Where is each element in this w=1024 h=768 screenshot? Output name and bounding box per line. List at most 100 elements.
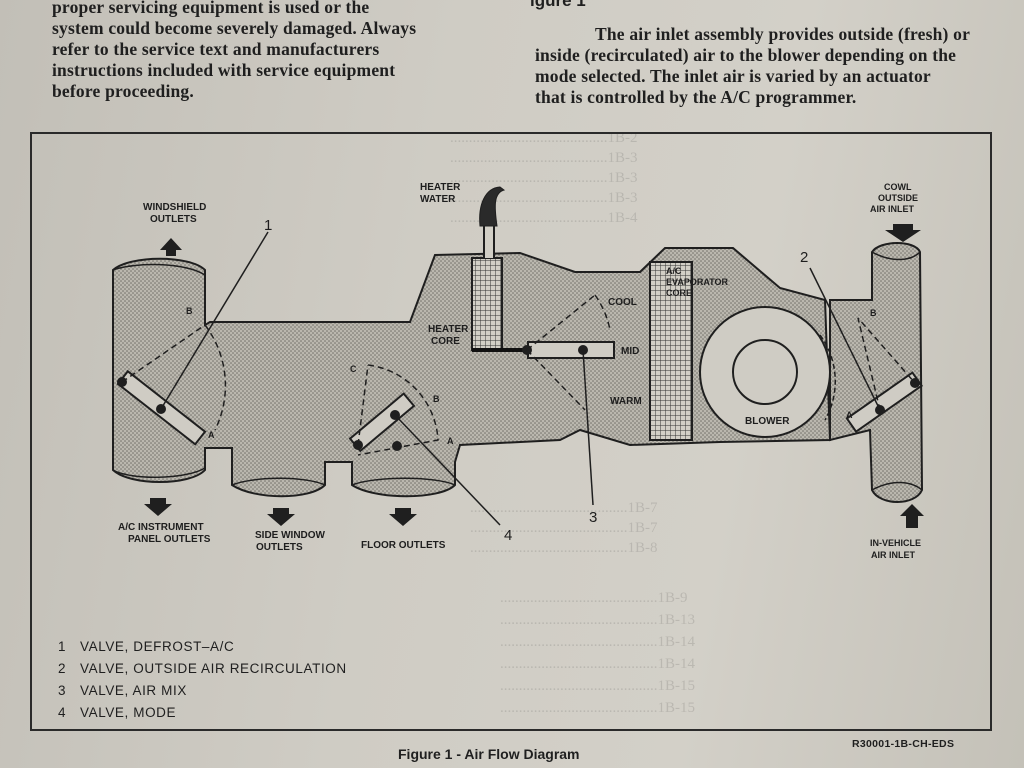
- warm-position-label: WARM: [610, 396, 642, 407]
- legend-item: 2 VALVE, OUTSIDE AIR RECIRCULATION: [58, 658, 347, 680]
- callout-leader-4: [394, 414, 501, 526]
- legend-item: 3 VALVE, AIR MIX: [58, 680, 347, 702]
- valve-swing-arc: [526, 294, 611, 411]
- callout-number-3: 3: [589, 509, 597, 526]
- text-line: mode selected. The inlet air is varied b…: [535, 66, 931, 86]
- text-line: proper servicing equipment is used or th…: [52, 0, 370, 17]
- figure-reference-code: R30001-1B-CH-EDS: [852, 738, 955, 750]
- valve1-position-b: B: [186, 306, 193, 316]
- floor-outlets-label: FLOOR OUTLETS: [361, 540, 446, 551]
- section-heading-fragment: igure 1: [530, 0, 586, 10]
- instrument-panel-outlets-label-line1: A/C INSTRUMENT: [118, 522, 204, 533]
- instrument-panel-outlets-label-line2: PANEL OUTLETS: [128, 534, 211, 545]
- heater-water-label-line1: HEATER: [420, 182, 461, 193]
- valve4-position-c: C: [350, 364, 357, 374]
- bleed-through-text: ........................................…: [500, 678, 695, 694]
- bleed-through-text: ........................................…: [470, 520, 658, 536]
- heater-core-label-line1: HEATER: [428, 324, 469, 335]
- legend-number: 2: [58, 661, 67, 676]
- text-line: instructions included with service equip…: [52, 60, 396, 80]
- heater-water-label-line2: WATER: [420, 194, 456, 205]
- evaporator-label-line1: A/C: [666, 266, 682, 276]
- callout-number-4: 4: [504, 527, 512, 544]
- valve-swing-arc: [357, 364, 439, 456]
- heater-core-label-line2: CORE: [431, 336, 460, 347]
- legend-number: 1: [58, 639, 67, 654]
- text-line: that is controlled by the A/C programmer…: [535, 87, 857, 107]
- windshield-outlets-label-line2: OUTLETS: [150, 214, 197, 225]
- bleed-through-text: ........................................…: [500, 612, 695, 628]
- in-vehicle-inlet-label-line2: AIR INLET: [871, 550, 916, 560]
- in-vehicle-inlet-arrow: [900, 504, 924, 528]
- callout-leader-1: [160, 231, 269, 410]
- valve2-position-a: A: [846, 410, 853, 420]
- text-line: The air inlet assembly provides outside …: [595, 24, 971, 44]
- inlet-duct: [829, 242, 924, 503]
- legend-number: 3: [58, 683, 67, 698]
- legend-text: VALVE, DEFROST–A/C: [80, 639, 235, 654]
- valve4-position-a: A: [447, 436, 454, 446]
- evaporator-label-line2: EVAPORATOR: [666, 277, 729, 287]
- bleed-through-text: ........................................…: [470, 500, 658, 516]
- right-paragraph: The air inlet assembly provides outside …: [535, 24, 997, 108]
- figure-caption: Figure 1 - Air Flow Diagram: [398, 746, 580, 762]
- windshield-outlets-label-line1: WINDSHIELD: [143, 202, 206, 213]
- valve-legend: 1 VALVE, DEFROST–A/C 2 VALVE, OUTSIDE AIR …: [58, 636, 347, 724]
- valve1-position-a: A: [208, 430, 215, 440]
- windshield-outlet-arrow: [160, 238, 182, 256]
- bleed-through-text: ........................................…: [500, 634, 695, 650]
- evaporator-label-line3: CORE: [666, 288, 692, 298]
- bleed-through-text: ........................................…: [500, 656, 695, 672]
- valve4-position-b: B: [433, 394, 440, 404]
- in-vehicle-inlet-label-line1: IN-VEHICLE: [870, 538, 921, 548]
- cowl-label-line2: OUTSIDE: [878, 193, 918, 203]
- bleed-through-text: ........................................…: [470, 540, 658, 556]
- valve-swing-arc: [857, 317, 916, 411]
- callout-leader-3: [582, 349, 594, 506]
- bleed-through-text: ........................................…: [450, 130, 638, 146]
- left-paragraph: proper servicing equipment is used or th…: [52, 0, 464, 102]
- blower-scroll: [819, 334, 836, 421]
- mid-position-label: MID: [621, 346, 639, 357]
- callout-number-1: 1: [264, 217, 272, 234]
- bleed-through-text: ........................................…: [500, 700, 695, 716]
- heater-core: [471, 257, 503, 351]
- text-line: inside (recirculated) air to the blower …: [535, 45, 957, 65]
- text-line: refer to the service text and manufactur…: [52, 39, 380, 59]
- valve-pivot: [392, 441, 402, 451]
- floor-outlet-arrow: [389, 508, 417, 526]
- figure-frame: [30, 132, 992, 731]
- heater-water-hose: [479, 186, 506, 227]
- side-window-outlets-label-line1: SIDE WINDOW: [255, 530, 326, 541]
- heater-water-pipe: [483, 224, 495, 258]
- cool-position-label: COOL: [608, 297, 637, 308]
- bleed-through-text: ........................................…: [450, 150, 638, 166]
- side-window-outlet-arrow: [267, 508, 295, 526]
- valve2-position-b: B: [870, 308, 877, 318]
- legend-number: 4: [58, 705, 67, 720]
- bleed-through-text: ........................................…: [500, 590, 688, 606]
- valve-swing-arc: [121, 324, 227, 431]
- instrument-panel-outlet-arrow: [144, 498, 172, 516]
- blower-wheel: [732, 339, 798, 405]
- callout-number-2: 2: [800, 249, 808, 266]
- valve-air-mix: [527, 341, 615, 359]
- legend-item: 1 VALVE, DEFROST–A/C: [58, 636, 347, 658]
- cowl-label-line1: COWL: [884, 182, 912, 192]
- legend-item: 4 VALVE, MODE: [58, 702, 347, 724]
- legend-text: VALVE, OUTSIDE AIR RECIRCULATION: [80, 661, 347, 676]
- legend-text: VALVE, MODE: [80, 705, 177, 720]
- callout-leader-2: [809, 267, 881, 411]
- cowl-label-line3: AIR INLET: [870, 204, 915, 214]
- duct-tube-ends: [112, 251, 923, 491]
- text-line: system could become severely damaged. Al…: [52, 18, 417, 38]
- legend-text: VALVE, AIR MIX: [80, 683, 187, 698]
- side-window-outlets-label-line2: OUTLETS: [256, 542, 303, 553]
- bleed-through-text: ........................................…: [450, 170, 638, 186]
- evaporator-core: [649, 261, 693, 441]
- cowl-inlet-arrow: [885, 224, 921, 242]
- text-line: before proceeding.: [52, 81, 194, 101]
- blower-label: BLOWER: [745, 416, 790, 427]
